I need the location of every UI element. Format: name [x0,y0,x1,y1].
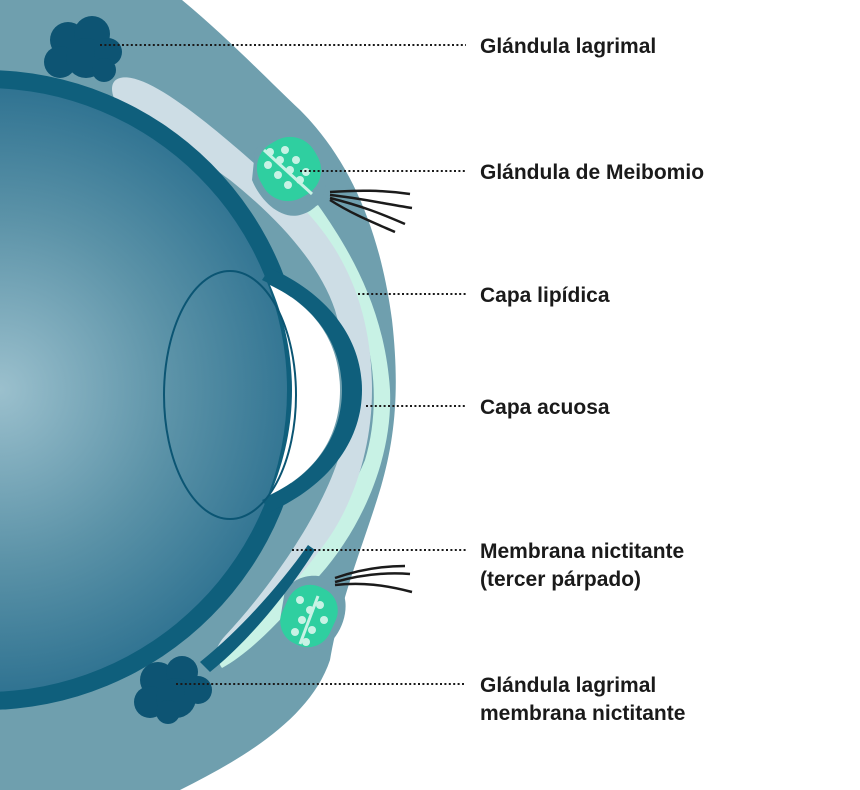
eyelash-icon [334,564,413,594]
meibomian-gland-lower [280,584,338,648]
lacrimal-gland-upper [44,16,122,82]
eyeball-inner [0,88,287,692]
label-nictitating-gland-line1: Glándula lagrimal [480,674,656,697]
eyelash-icon [329,189,413,234]
cornea [262,268,362,512]
label-lipid-layer: Capa lipídica [480,284,610,307]
nictitating-membrane [200,545,315,672]
lipid-layer [219,205,391,668]
label-meibomian-gland: Glándula de Meibomio [480,161,704,184]
label-nictitating-gland-line2: membrana nictitante [480,702,685,725]
lens [163,270,297,520]
meibomian-gland-upper [256,136,322,202]
label-aqueous-layer: Capa acuosa [480,396,610,419]
lacrimal-gland-nictitating [134,656,212,724]
label-nictitating-membrane-line2: (tercer párpado) [480,568,641,591]
anterior-chamber [270,285,340,495]
aqueous-layer [112,77,372,658]
label-lacrimal-gland: Glándula lagrimal [480,35,656,58]
label-nictitating-membrane-line1: Membrana nictitante [480,540,684,563]
